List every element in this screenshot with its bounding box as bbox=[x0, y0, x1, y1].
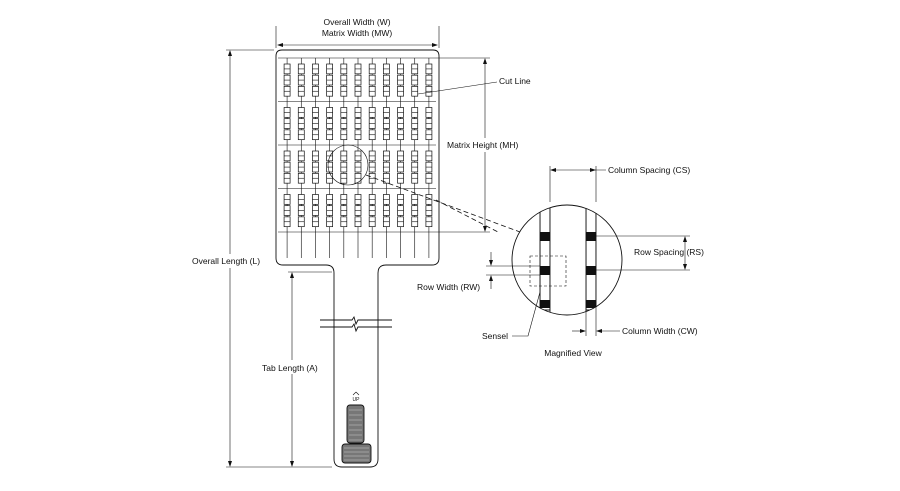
column-width-label: Column Width (CW) bbox=[622, 326, 698, 336]
sensor-matrix bbox=[278, 57, 436, 258]
row-width-label: Row Width (RW) bbox=[417, 282, 480, 292]
detail-circle bbox=[327, 144, 369, 186]
up-arrow-icon bbox=[352, 391, 360, 396]
up-marker-text: UP bbox=[353, 397, 361, 403]
row-width-dimension bbox=[486, 252, 540, 289]
overall-length-label: Overall Length (L) bbox=[192, 256, 260, 266]
sensel-label: Sensel bbox=[482, 331, 508, 341]
overall-length-dimension bbox=[226, 49, 332, 468]
sensel-leader bbox=[512, 291, 541, 337]
row-spacing-dimension bbox=[596, 235, 690, 271]
tab-break-mark bbox=[320, 315, 392, 333]
detail-leader-top bbox=[365, 174, 521, 233]
tab-connector bbox=[341, 404, 372, 464]
row-spacing-label: Row Spacing (RS) bbox=[634, 247, 704, 257]
tab-length-dimension bbox=[288, 271, 332, 467]
matrix-width-label: Matrix Width (MW) bbox=[322, 28, 393, 38]
column-width-dimension bbox=[572, 300, 620, 336]
width-dimension bbox=[275, 26, 440, 48]
matrix-height-label: Matrix Height (MH) bbox=[447, 140, 518, 150]
column-spacing-dimension bbox=[549, 166, 606, 202]
sensor-outline bbox=[275, 49, 440, 468]
tab-length-label: Tab Length (A) bbox=[262, 363, 318, 373]
matrix-height-dimension bbox=[436, 57, 490, 233]
cut-line-label: Cut Line bbox=[499, 76, 531, 86]
cut-line-leader bbox=[417, 81, 498, 95]
magnified-view bbox=[511, 204, 623, 316]
detail-leader-bottom bbox=[435, 199, 499, 233]
magnified-view-title: Magnified View bbox=[544, 348, 602, 358]
overall-width-label: Overall Width (W) bbox=[323, 17, 390, 27]
column-spacing-label: Column Spacing (CS) bbox=[608, 165, 690, 175]
